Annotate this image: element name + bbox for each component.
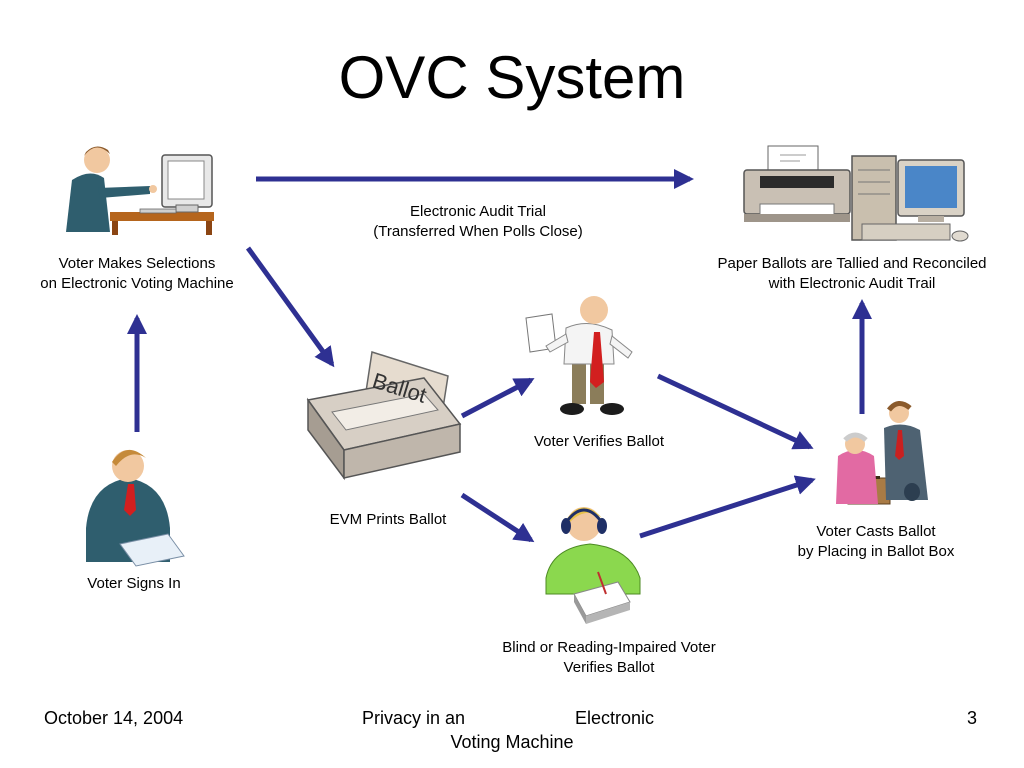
footer-title-part1: Privacy in an: [362, 708, 466, 728]
label-paper-ballots-tallied: Paper Ballots are Tallied and Reconciled…: [717, 255, 987, 292]
voter-verifies-clipart: [525, 296, 633, 415]
arrow-printer-verify: [460, 377, 535, 419]
footer-title-part2: Electronic: [575, 708, 655, 728]
voter-casts-clipart: [836, 401, 928, 505]
label-blind-voter: Blind or Reading-Impaired Voter Verifies…: [502, 639, 716, 676]
voter-at-computer-clipart: [66, 146, 214, 235]
footer-date: October 14, 2004: [44, 708, 184, 728]
label-voter-signs-in: Voter Signs In: [87, 575, 181, 592]
ballot-printer-clipart: Ballot: [306, 351, 462, 481]
label-voter-makes-selections: Voter Makes Selections on Electronic Vot…: [40, 255, 234, 292]
footer-page-number: 3: [967, 708, 978, 728]
printer-computer-clipart: [743, 145, 969, 242]
arrow-to-printer: [245, 246, 335, 368]
label-voter-casts-ballot: Voter Casts Ballot by Placing in Ballot …: [797, 523, 955, 560]
voter-signs-in-clipart: [86, 449, 185, 567]
blind-voter-clipart: [545, 507, 641, 624]
footer-title-part3: Voting Machine: [450, 732, 574, 752]
label-evm-prints-ballot: EVM Prints Ballot: [329, 511, 447, 528]
label-voter-verifies-ballot: Voter Verifies Ballot: [533, 433, 665, 450]
arrow-blind-cast: [639, 475, 816, 539]
slide-title: OVC System: [338, 44, 686, 111]
label-electronic-audit-trial: Electronic Audit Trial (Transferred When…: [373, 203, 583, 240]
flow-arrows: [127, 169, 872, 543]
arrow-verify-cast: [656, 373, 814, 450]
arrow-printer-blind: [460, 492, 535, 543]
